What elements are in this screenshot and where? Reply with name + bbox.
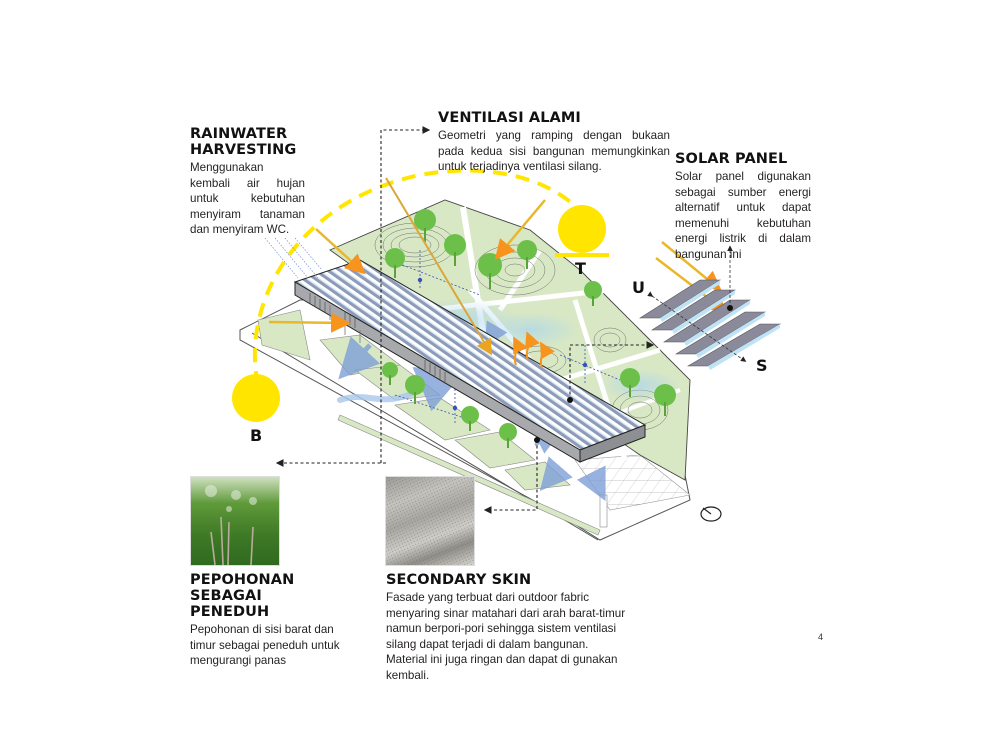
- building: [293, 259, 647, 463]
- pepohonan-title-line1: PEPOHONAN SEBAGAI: [190, 572, 295, 604]
- ventilasi-body: Geometri yang ramping dengan bukaan pada…: [438, 129, 670, 173]
- secondary-skin-block: SECONDARY SKIN Fasade yang terbuat dari …: [386, 572, 626, 683]
- ventilasi-alami-block: VENTILASI ALAMI Geometri yang ramping de…: [438, 110, 670, 175]
- ventilasi-title: VENTILASI ALAMI: [438, 110, 581, 126]
- compass-north-label: U: [632, 278, 645, 297]
- sun-west-label: B: [250, 426, 263, 445]
- rainwater-title-line2: HARVESTING: [190, 142, 297, 158]
- page-number: 4: [818, 632, 824, 642]
- trees: [382, 209, 676, 448]
- rainwater-body: Menggunakan kembali air hujan untuk kebu…: [190, 161, 305, 236]
- sun-east-icon: [555, 205, 609, 257]
- pepohonan-block: PEPOHONAN SEBAGAI PENEDUH Pepohonan di s…: [190, 572, 370, 669]
- north-arrow-icon: [700, 506, 722, 522]
- solar-title: SOLAR PANEL: [675, 151, 788, 167]
- sun-path: [252, 168, 585, 386]
- sun-east-label: T: [575, 259, 586, 278]
- rain-lines: [264, 237, 323, 279]
- rainwater-harvesting-block: RAINWATER HARVESTING Menggunakan kembali…: [190, 126, 305, 238]
- secondary-skin-body: Fasade yang terbuat dari outdoor fabric …: [386, 591, 626, 682]
- sun-west-icon: [232, 374, 280, 422]
- solar-panel-array: [638, 245, 782, 370]
- solar-panel-block: SOLAR PANEL Solar panel digunakan sebaga…: [675, 151, 811, 262]
- solar-body: Solar panel digunakan sebagai sumber ene…: [675, 170, 811, 261]
- outdoor-fabric-photo: [385, 476, 475, 566]
- pepohonan-body: Pepohonan di sisi barat dan timur sebaga…: [190, 623, 340, 667]
- leader-lines: [275, 126, 655, 514]
- tree-canopy-photo: [190, 476, 280, 566]
- secondary-skin-title: SECONDARY SKIN: [386, 572, 532, 588]
- pepohonan-title-line2: PENEDUH: [190, 604, 270, 620]
- compass-south-label: S: [756, 356, 768, 375]
- heat-rising-arrows: [513, 331, 555, 369]
- rainwater-title-line1: RAINWATER: [190, 126, 288, 142]
